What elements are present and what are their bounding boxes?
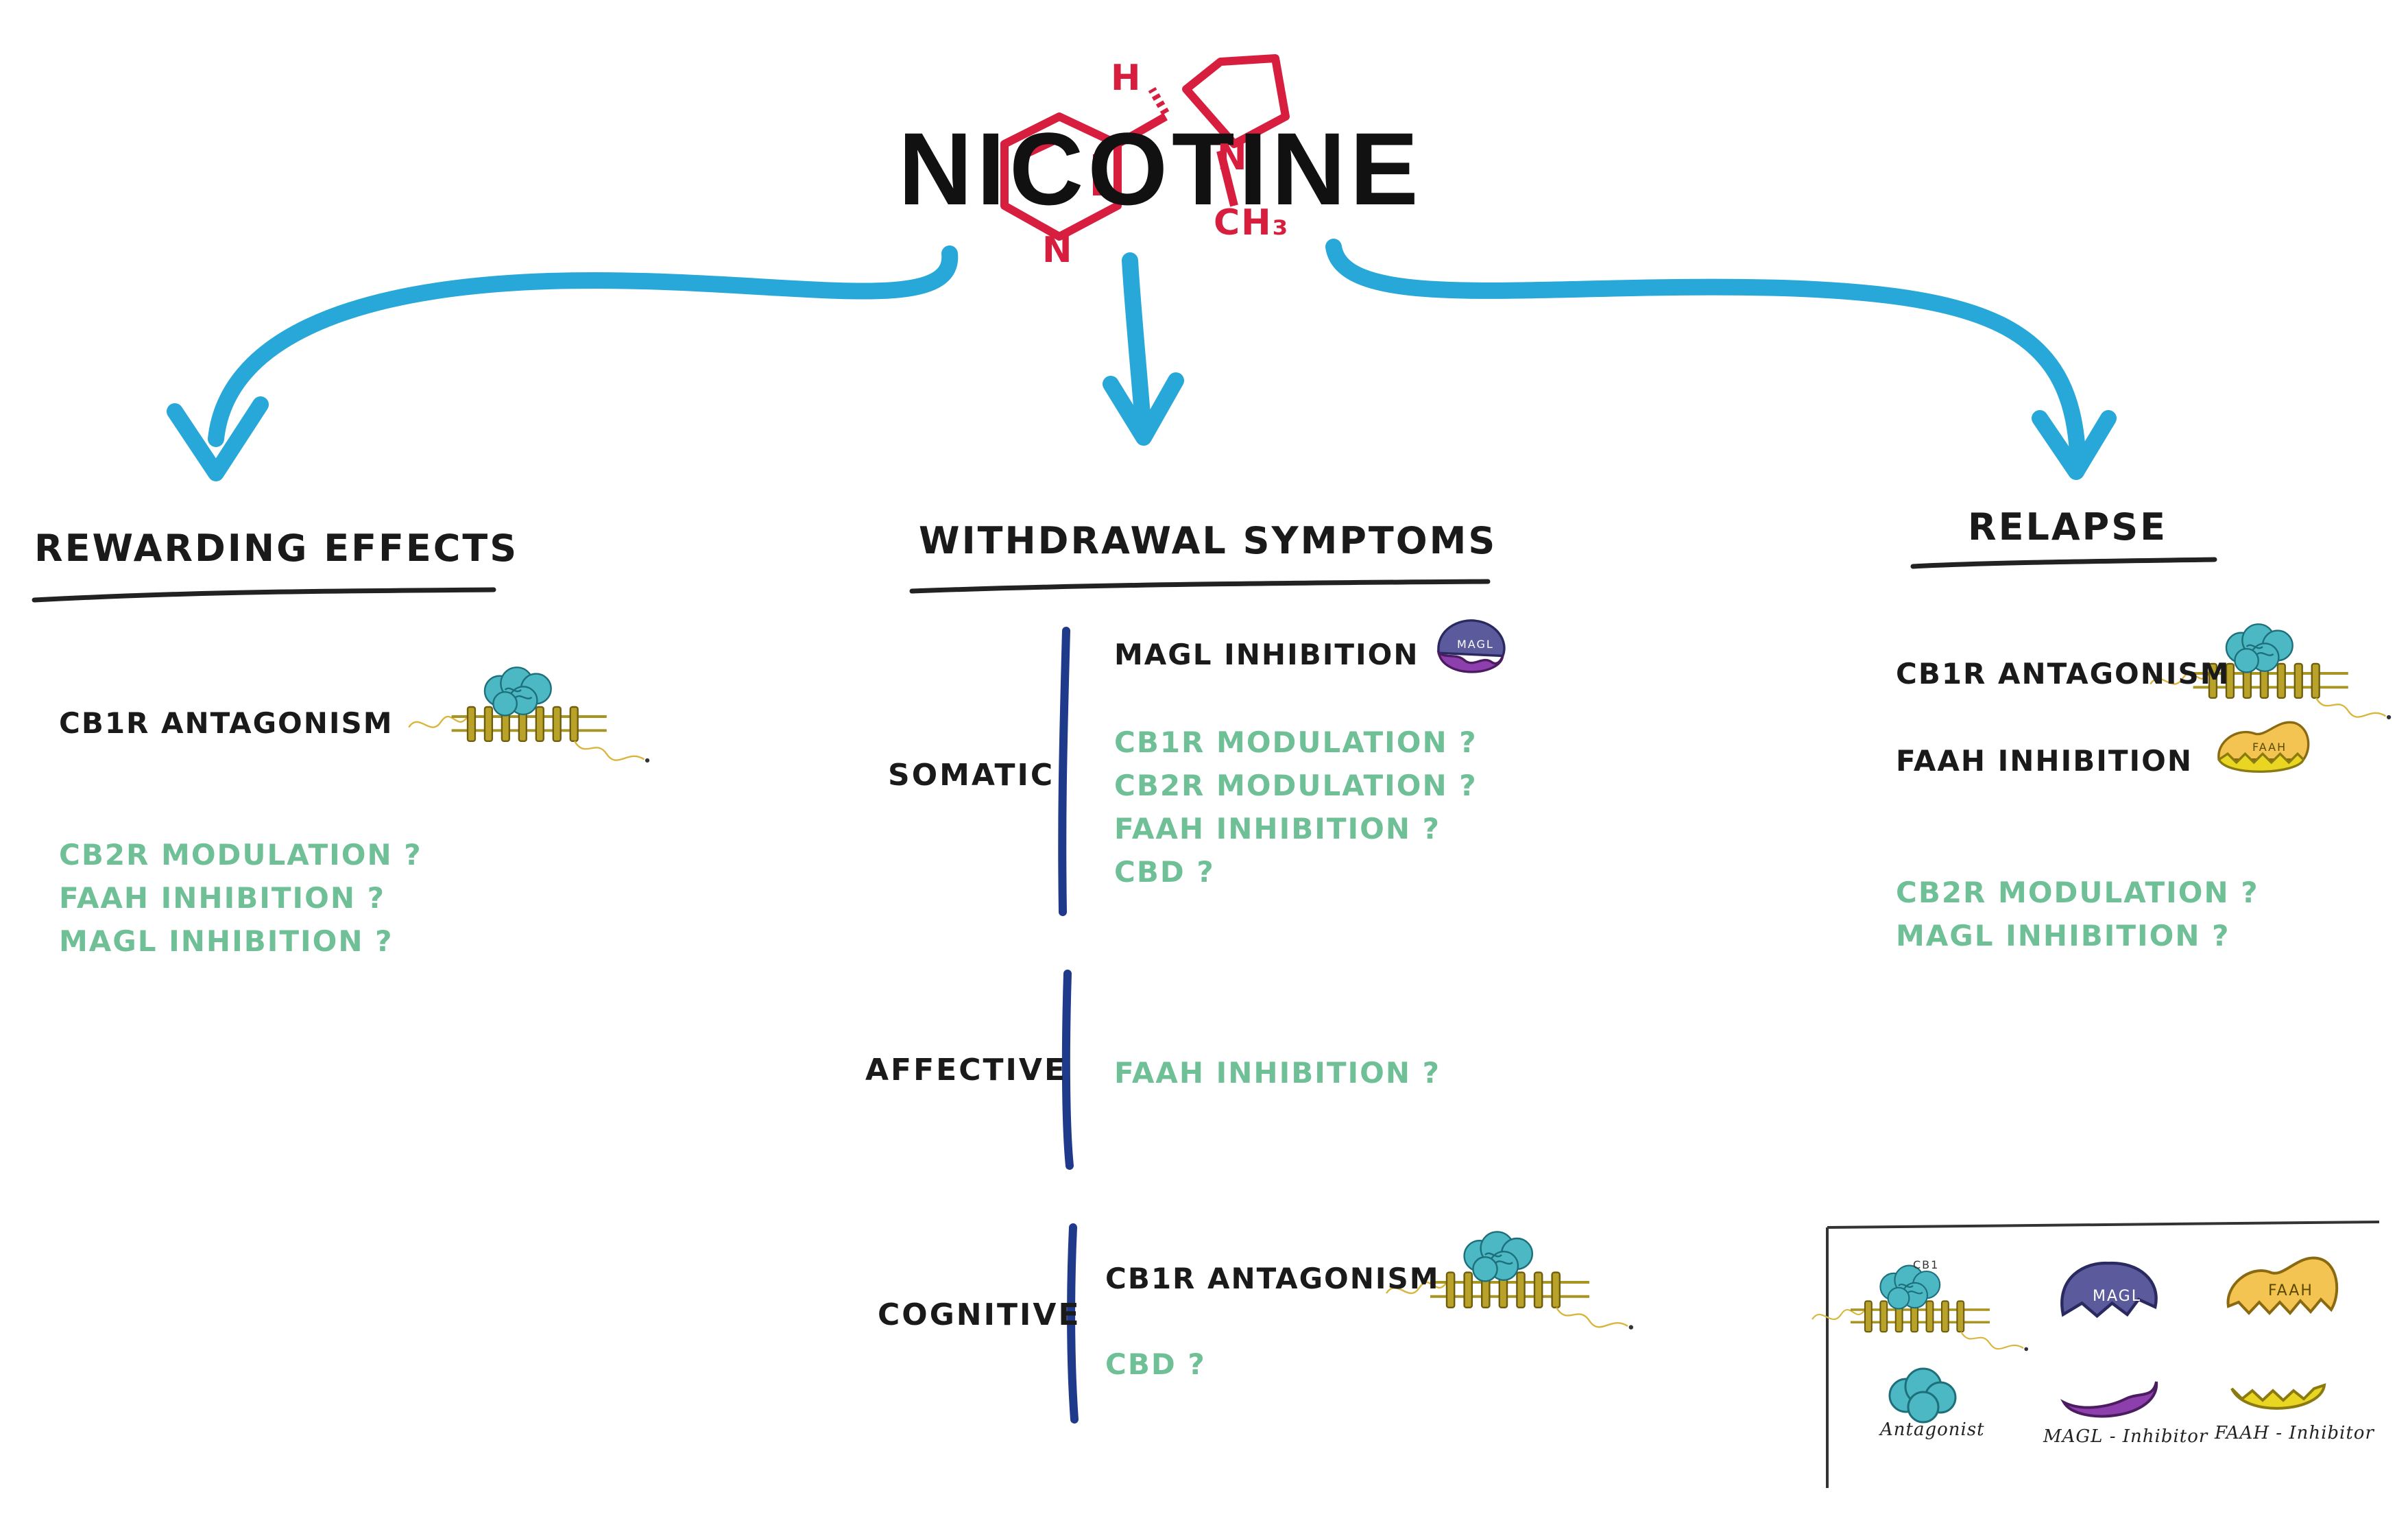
faah-icon (2217, 721, 2310, 773)
somatic-confirmed: MAGL INHIBITION (1114, 638, 1419, 671)
arrowhead-withdrawal (1103, 372, 1184, 446)
relapse-confirmed-1: CB1R ANTAGONISM (1896, 657, 2230, 691)
arrow-to-relapse (1325, 239, 2086, 461)
molecule-methyl: CH₃ (1214, 202, 1290, 243)
magl-icon (1436, 619, 1506, 673)
magl-icon-label: MAGL (1457, 638, 1494, 651)
arrowhead-rewarding (167, 396, 269, 481)
heading-withdrawal-symptoms: WITHDRAWAL SYMPTOMS (919, 519, 1497, 562)
somatic-possible-1: CB1R MODULATION ? (1114, 725, 1478, 759)
category-affective: AFFECTIVE (865, 1053, 1068, 1088)
legend-label-faah-inhibitor: FAAH - Inhibitor (2215, 1423, 2374, 1443)
divider-somatic (1058, 627, 1070, 916)
somatic-possible-4: CBD ? (1114, 855, 1215, 889)
category-cognitive: COGNITIVE (878, 1297, 1081, 1332)
arrow-to-rewarding (208, 245, 959, 447)
page-title: NICOTINE (898, 111, 1423, 226)
relapse-possible-1: CB2R MODULATION ? (1896, 876, 2259, 909)
divider-cognitive (1067, 1223, 1079, 1424)
underline-relapse (1910, 557, 2217, 569)
underline-rewarding (32, 587, 496, 603)
legend-label-magl-inhibitor: MAGL - Inhibitor (2043, 1426, 2208, 1447)
nicotine-molecule (1000, 54, 1290, 241)
cognitive-confirmed: CB1R ANTAGONISM (1105, 1262, 1440, 1295)
legend-receptor-icon (1811, 1264, 2030, 1352)
legend-faah-label: FAAH (2268, 1282, 2313, 1299)
legend-magl-label: MAGL (2093, 1288, 2141, 1305)
divider-affective (1061, 970, 1074, 1170)
legend-label-antagonist: Antagonist (1880, 1419, 1985, 1440)
arrow-to-withdrawal (1122, 252, 1152, 440)
category-somatic: SOMATIC (888, 758, 1055, 793)
heading-relapse: RELAPSE (1968, 505, 2168, 549)
rewarding-confirmed: CB1R ANTAGONISM (59, 706, 394, 740)
molecule-atom-n-pyridine: N (1042, 230, 1074, 271)
underline-withdrawal (909, 579, 1491, 594)
cognitive-possible-1: CBD ? (1105, 1347, 1206, 1381)
molecule-atom-h: H (1111, 58, 1142, 99)
relapse-possible-2: MAGL INHIBITION ? (1896, 919, 2230, 952)
faah-icon-label: FAAH (2252, 741, 2287, 754)
arrows (167, 239, 2117, 481)
arrowhead-relapse (2032, 410, 2117, 480)
rewarding-possible-1: CB2R MODULATION ? (59, 838, 422, 872)
somatic-possible-3: FAAH INHIBITION ? (1114, 812, 1441, 845)
rewarding-possible-3: MAGL INHIBITION ? (59, 924, 394, 958)
heading-rewarding-effects: REWARDING EFFECTS (34, 527, 519, 570)
legend-faah-inhibitor-icon (2230, 1383, 2326, 1410)
receptor-icon-rewarding (407, 666, 651, 765)
legend-magl-inhibitor-icon (2060, 1381, 2158, 1418)
legend-frame (1826, 1221, 2380, 1488)
relapse-confirmed-2: FAAH INHIBITION (1896, 744, 2193, 778)
somatic-possible-2: CB2R MODULATION ? (1114, 769, 1478, 802)
legend-antagonist-icon (1888, 1367, 1957, 1424)
legend-cb1-label: CB1 (1913, 1258, 1940, 1271)
molecule-atom-n-pyrrolidine: N (1217, 137, 1249, 178)
affective-possible-1: FAAH INHIBITION ? (1114, 1056, 1441, 1090)
rewarding-possible-2: FAAH INHIBITION ? (59, 881, 385, 915)
